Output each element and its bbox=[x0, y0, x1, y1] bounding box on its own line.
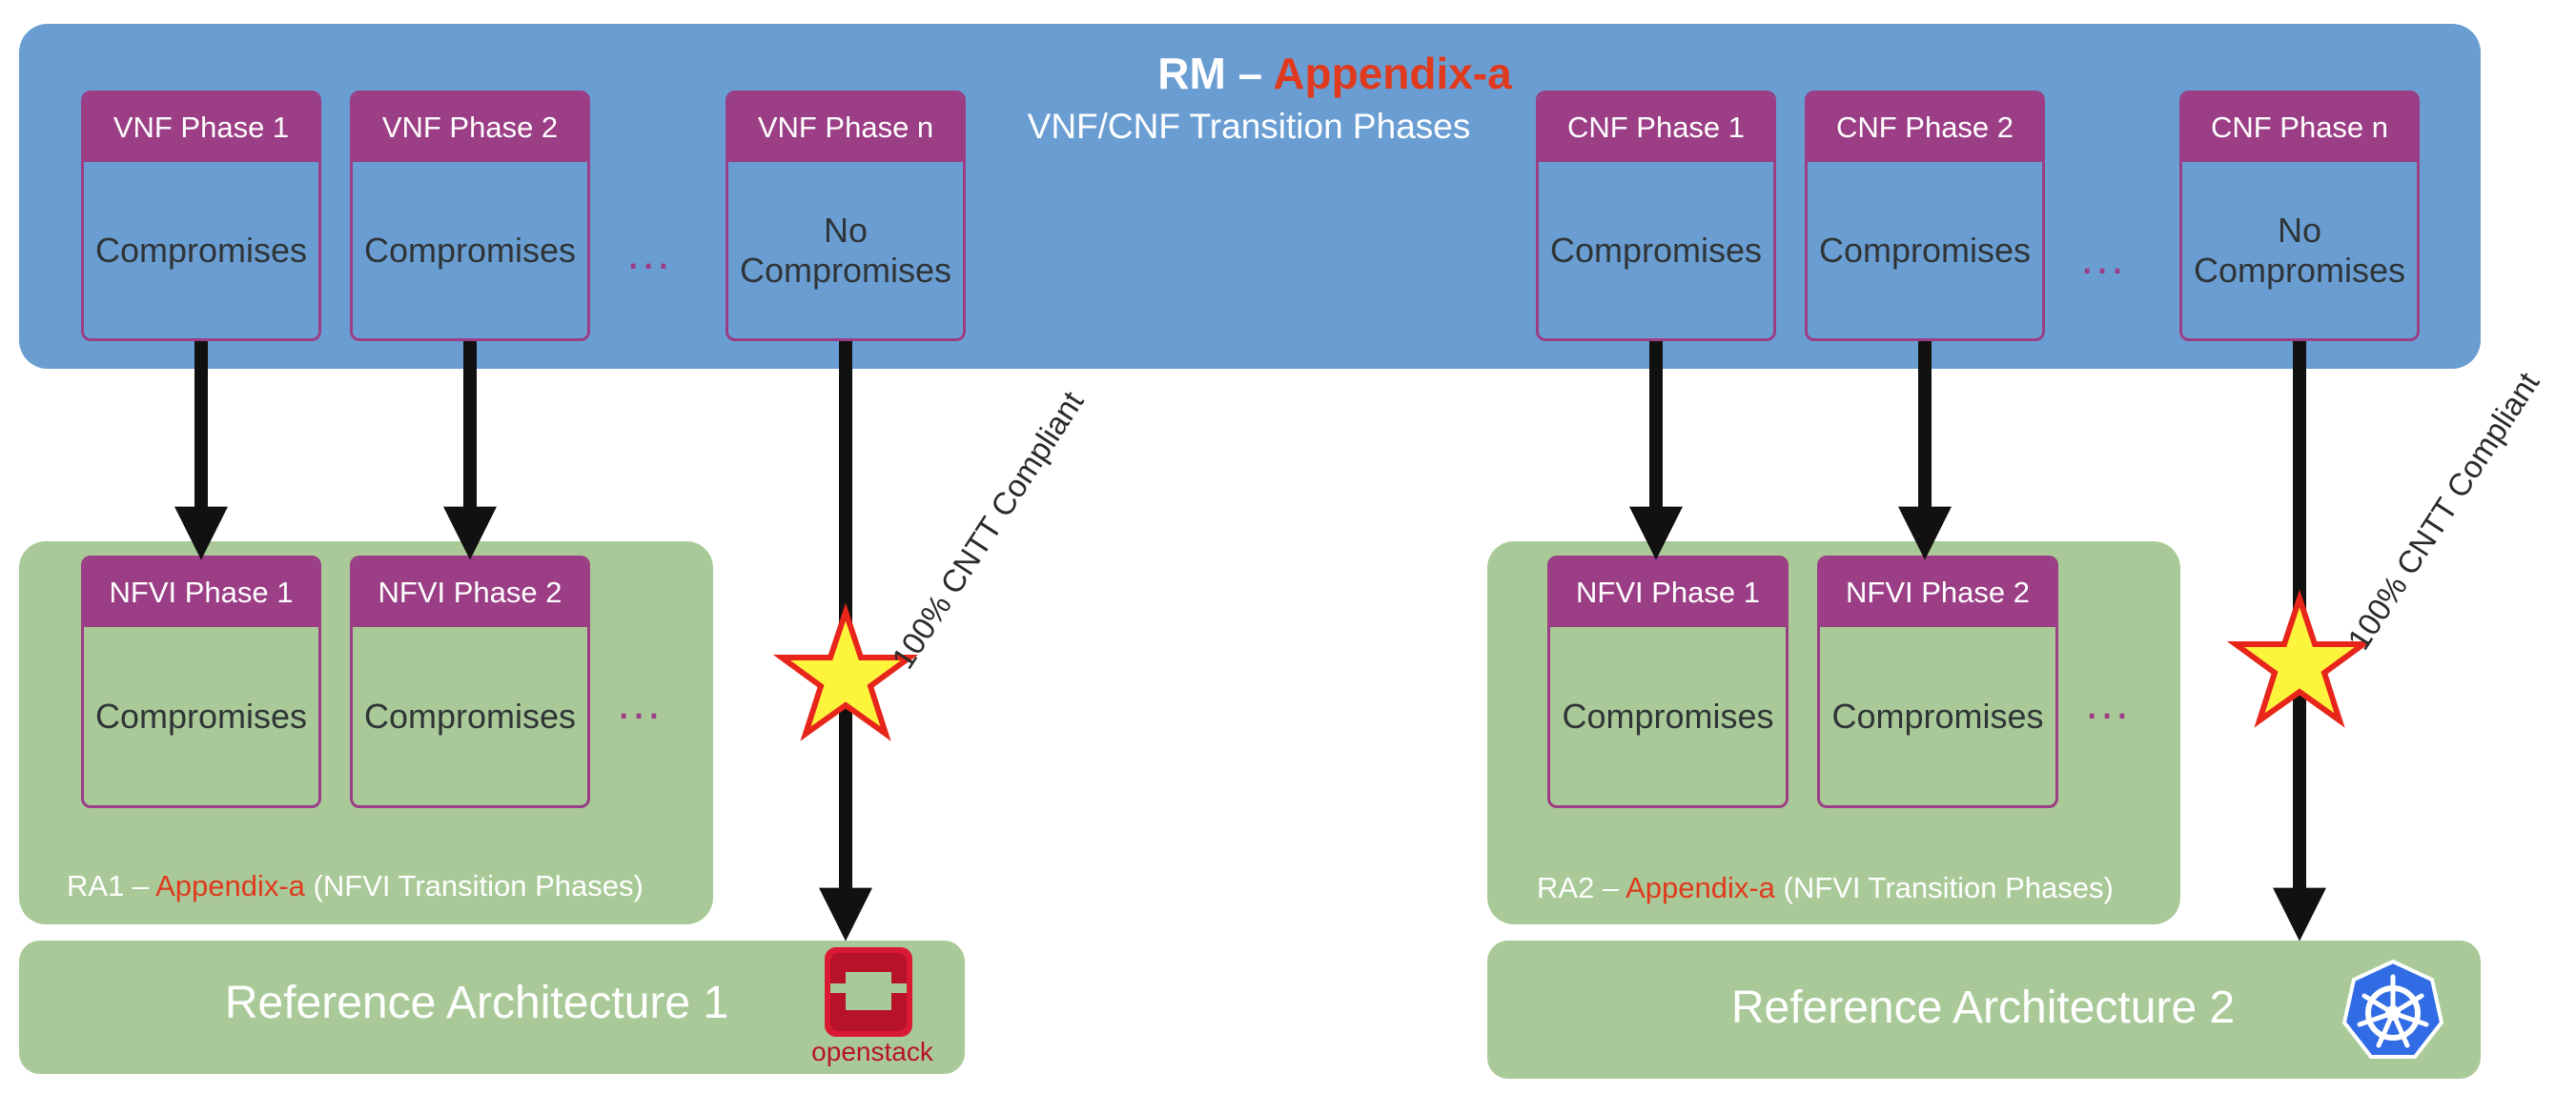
vnf-phase-2-box: VNF Phase 2 Compromises bbox=[350, 91, 590, 341]
cnf-phase-2-header: CNF Phase 2 bbox=[1808, 93, 2042, 162]
rm-title: RM – Appendix-a bbox=[953, 48, 1716, 99]
compliance-star-icon bbox=[772, 602, 919, 741]
vnf-ellipsis: … bbox=[624, 226, 680, 279]
reference-architecture-1-panel bbox=[19, 941, 965, 1074]
cnf-phase-1-box: CNF Phase 1 Compromises bbox=[1536, 91, 1776, 341]
ra1-label-accent: Appendix-a bbox=[155, 869, 305, 902]
rm-subtitle: VNF/CNF Transition Phases bbox=[1027, 107, 1471, 146]
ra2-nfvi-phase-2-body: Compromises bbox=[1831, 696, 2044, 736]
reference-architecture-2-title: Reference Architecture 2 bbox=[1730, 983, 2236, 1033]
kubernetes-wheel-icon bbox=[2341, 958, 2445, 1063]
ra2-nfvi-phase-1-header: NFVI Phase 1 bbox=[1550, 558, 1786, 627]
rm-title-prefix: RM – bbox=[1157, 49, 1263, 98]
ra2-label-suffix: (NFVI Transition Phases) bbox=[1783, 871, 2114, 904]
vnf-phase-1-header: VNF Phase 1 bbox=[84, 93, 318, 162]
compliance-star-icon bbox=[2226, 589, 2373, 728]
vnf-phase-1-body: Compromises bbox=[94, 230, 308, 270]
cnf-phase-n-box: CNF Phase n No Compromises bbox=[2179, 91, 2420, 341]
cnf-phase-n-header: CNF Phase n bbox=[2182, 93, 2417, 162]
rm-title-accent: Appendix-a bbox=[1273, 49, 1512, 98]
ra1-label: RA1 – Appendix-a (NFVI Transition Phases… bbox=[67, 869, 644, 903]
cnf-ellipsis: … bbox=[2078, 231, 2134, 284]
ra1-nfvi-phase-1-box: NFVI Phase 1 Compromises bbox=[81, 556, 321, 808]
rm-panel bbox=[19, 24, 2481, 369]
ra1-nfvi-phase-2-box: NFVI Phase 2 Compromises bbox=[350, 556, 590, 808]
ra1-ellipsis: … bbox=[615, 676, 670, 729]
reference-architecture-1-title: Reference Architecture 1 bbox=[224, 978, 729, 1028]
cnf-phase-2-box: CNF Phase 2 Compromises bbox=[1805, 91, 2045, 341]
cnf-phase-1-body: Compromises bbox=[1549, 230, 1763, 270]
ra2-nfvi-phase-1-body: Compromises bbox=[1562, 696, 1774, 736]
vnf-phase-2-body: Compromises bbox=[363, 230, 577, 270]
cnf-phase-2-body: Compromises bbox=[1818, 230, 2032, 270]
cnf-phase-1-header: CNF Phase 1 bbox=[1539, 93, 1773, 162]
reference-architecture-2-panel bbox=[1487, 941, 2481, 1079]
vnf-phase-n-body: No Compromises bbox=[739, 211, 952, 290]
openstack-logo-text: openstack bbox=[811, 1037, 933, 1066]
vnf-phase-2-header: VNF Phase 2 bbox=[353, 93, 587, 162]
ra2-ellipsis: … bbox=[2083, 676, 2138, 729]
ra2-nfvi-phase-1-box: NFVI Phase 1 Compromises bbox=[1547, 556, 1789, 808]
ra2-nfvi-phase-2-box: NFVI Phase 2 Compromises bbox=[1817, 556, 2058, 808]
ra1-nfvi-phase-1-header: NFVI Phase 1 bbox=[84, 558, 318, 627]
ra1-nfvi-phase-2-header: NFVI Phase 2 bbox=[353, 558, 587, 627]
ra1-label-prefix: RA1 – bbox=[67, 869, 150, 902]
vnf-phase-n-box: VNF Phase n No Compromises bbox=[726, 91, 966, 341]
ra1-label-suffix: (NFVI Transition Phases) bbox=[313, 869, 644, 902]
ra2-label-prefix: RA2 – bbox=[1537, 871, 1620, 904]
vnf-phase-1-box: VNF Phase 1 Compromises bbox=[81, 91, 321, 341]
ra2-label: RA2 – Appendix-a (NFVI Transition Phases… bbox=[1537, 871, 2114, 905]
ra1-nfvi-phase-2-body: Compromises bbox=[363, 696, 577, 736]
vnf-phase-n-header: VNF Phase n bbox=[728, 93, 963, 162]
ra2-nfvi-phase-2-header: NFVI Phase 2 bbox=[1820, 558, 2055, 627]
ra2-label-accent: Appendix-a bbox=[1625, 871, 1775, 904]
cnf-phase-n-body: No Compromises bbox=[2193, 211, 2406, 290]
ra1-nfvi-phase-1-body: Compromises bbox=[94, 696, 308, 736]
openstack-logo-icon: openstack bbox=[806, 943, 939, 1077]
